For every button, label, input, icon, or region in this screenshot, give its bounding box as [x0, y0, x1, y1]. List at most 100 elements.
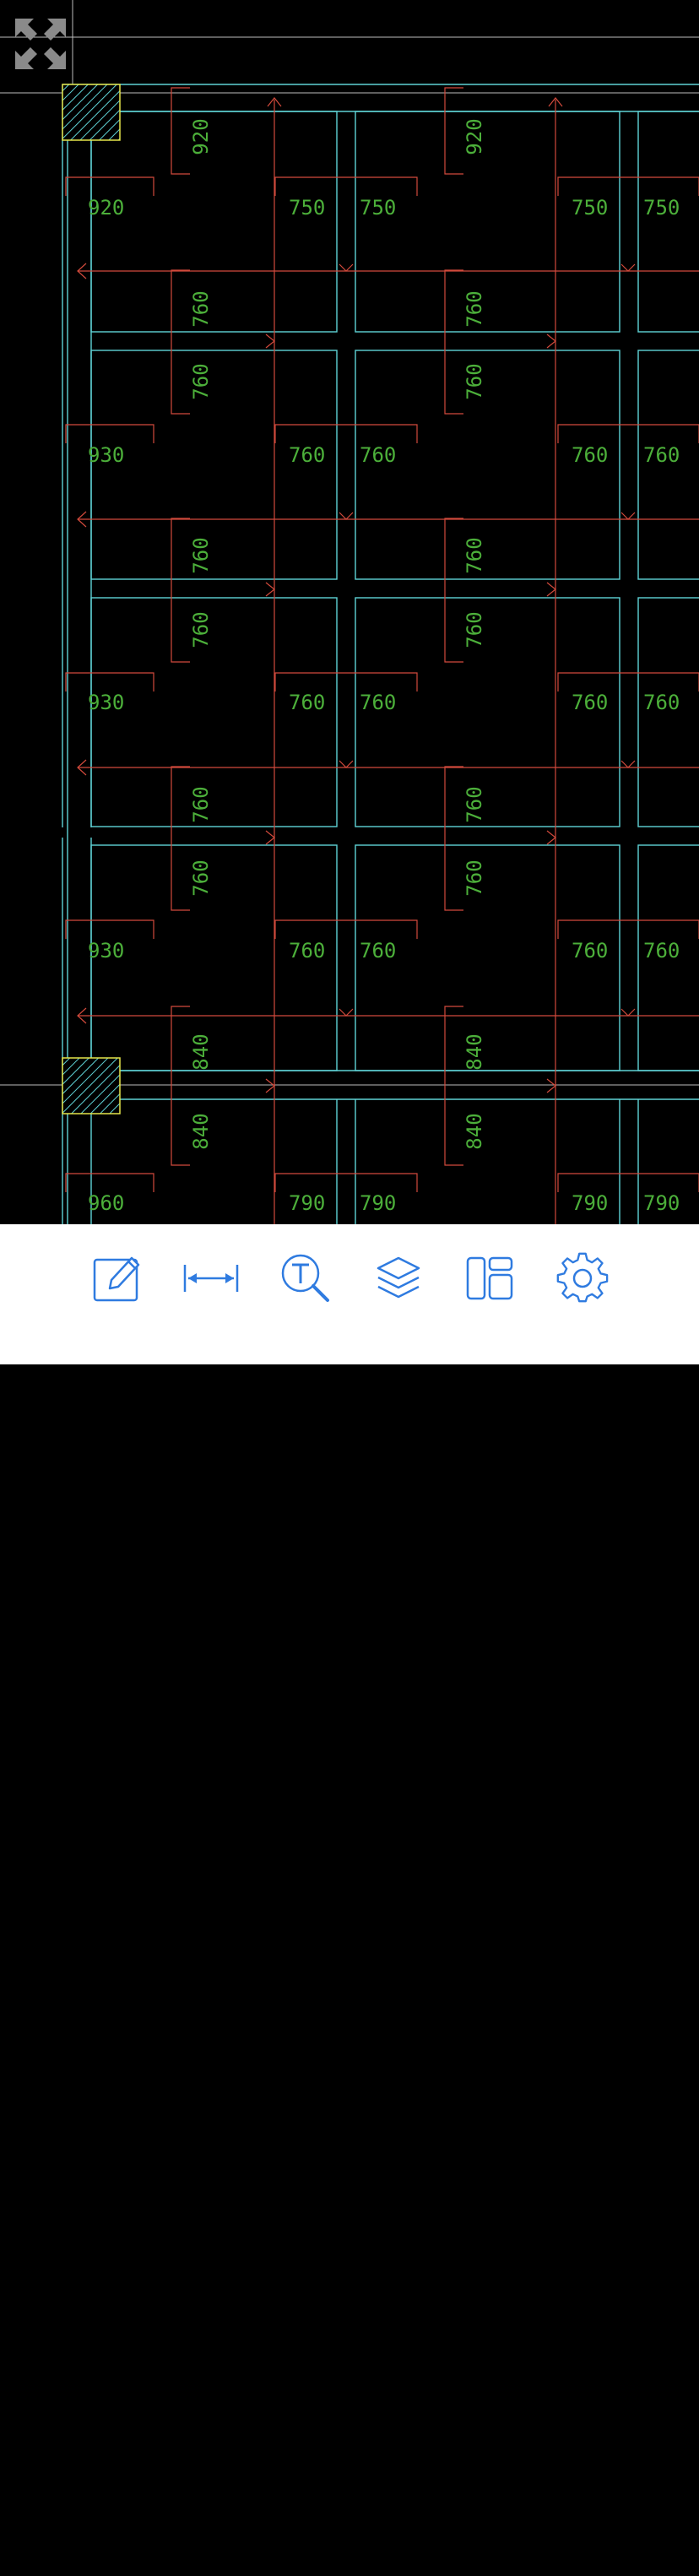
layout-panels-icon: [466, 1256, 513, 1300]
dimension-label: 750: [289, 196, 325, 220]
room-outline: [90, 111, 338, 333]
dimension-label: 750: [572, 196, 608, 220]
dimension-bracket-horizontal: [65, 1173, 154, 1192]
dimension-label-vertical: 760: [463, 860, 486, 896]
settings-button[interactable]: [549, 1245, 616, 1312]
guide-lines: [65, 87, 699, 1224]
guide-arrow: [620, 512, 636, 520]
dimension-label-vertical: 760: [463, 363, 486, 399]
dimension-label: 920: [88, 196, 124, 220]
dimension-bracket-horizontal: [557, 672, 699, 691]
dimension-bracket-vertical: [444, 269, 463, 415]
guide-arrow: [620, 1008, 636, 1017]
dimension-label: 750: [643, 196, 680, 220]
dimension-bracket-vertical: [171, 766, 190, 911]
dimension-label-vertical: 920: [463, 118, 486, 155]
dimension-bracket-horizontal: [557, 424, 699, 443]
dimension-bracket-horizontal: [274, 176, 418, 196]
room-outline: [355, 844, 620, 1071]
dimension-label-vertical: 760: [463, 611, 486, 648]
dimension-bracket-horizontal: [557, 1173, 699, 1192]
dimension-bracket-vertical: [171, 269, 190, 415]
dimension-bracket-horizontal: [274, 672, 418, 691]
dimension-bracket-vertical: [444, 518, 463, 663]
dimension-label: 760: [643, 691, 680, 714]
edit-pencil-icon: [93, 1256, 140, 1302]
dimension-bracket-vertical: [171, 518, 190, 663]
expand-arrows-icon: [15, 19, 66, 69]
home-indicator: [225, 2567, 474, 2576]
guide-arrow: [265, 334, 275, 349]
dimension-label: 790: [289, 1191, 325, 1215]
dimension-label: 760: [289, 691, 325, 714]
dimension-label: 930: [88, 443, 124, 467]
dimension-label-vertical: 760: [189, 611, 213, 648]
dimension-label: 790: [572, 1191, 608, 1215]
room-outline: [637, 350, 699, 580]
guide-arrow: [77, 759, 87, 776]
dimension-bracket-horizontal: [65, 176, 154, 196]
dimension-bracket-horizontal: [65, 672, 154, 691]
dimension-label-vertical: 760: [189, 290, 213, 327]
dimension-label-vertical: 840: [189, 1033, 213, 1070]
room-outline: [355, 111, 620, 333]
bottom-toolbar: [0, 1224, 699, 2576]
text-search-icon: [281, 1254, 329, 1302]
dimension-bracket-vertical: [444, 766, 463, 911]
room-outline: [637, 111, 699, 333]
dimension-bracket-vertical: [444, 87, 463, 175]
guide-arrow: [77, 511, 87, 528]
room-outline: [355, 350, 620, 580]
dimension-label: 760: [643, 443, 680, 467]
dimension-label: 930: [88, 691, 124, 714]
dimension-label: 760: [360, 443, 396, 467]
layers-button[interactable]: [365, 1245, 432, 1312]
room-outline: [90, 350, 338, 580]
room-outline: [90, 597, 338, 827]
room-outline: [355, 597, 620, 827]
dimension-label: 760: [572, 443, 608, 467]
guide-arrow: [339, 263, 354, 272]
dimension-bracket-horizontal: [65, 424, 154, 443]
dimension-label: 760: [572, 939, 608, 963]
dimension-label-vertical: 840: [463, 1113, 486, 1149]
edit-tool-button[interactable]: [83, 1245, 150, 1312]
guide-arrow: [546, 1078, 556, 1093]
dimension-label-vertical: 760: [463, 290, 486, 327]
layout-button[interactable]: [456, 1245, 523, 1312]
guide-arrow: [546, 582, 556, 597]
guide-arrow: [620, 263, 636, 272]
dimension-label: 960: [88, 1191, 124, 1215]
dimension-label: 930: [88, 939, 124, 963]
column-top-left: [62, 84, 121, 141]
dimension-bracket-horizontal: [274, 424, 418, 443]
room-outline: [637, 597, 699, 827]
measure-tool-button[interactable]: [177, 1245, 245, 1312]
guide-arrow: [339, 1008, 354, 1017]
dimension-bracket-horizontal: [65, 919, 154, 939]
dimension-label-vertical: 920: [189, 118, 213, 155]
dimension-label-vertical: 760: [463, 786, 486, 822]
wall-outlines: [62, 84, 699, 1224]
dimension-label-vertical: 760: [189, 786, 213, 822]
room-outline: [637, 844, 699, 1071]
guide-arrow: [546, 830, 556, 845]
dimension-label: 760: [572, 691, 608, 714]
dimension-label: 790: [360, 1191, 396, 1215]
dimension-bracket-horizontal: [557, 919, 699, 939]
guide-arrow: [548, 97, 563, 107]
guide-arrow: [265, 830, 275, 845]
dimension-label-vertical: 760: [463, 537, 486, 573]
dimension-label-vertical: 760: [189, 363, 213, 399]
dimension-bracket-vertical: [171, 87, 190, 175]
dimension-label: 760: [360, 691, 396, 714]
guide-arrow: [265, 582, 275, 597]
guide-arrow: [339, 760, 354, 768]
room-outline: [90, 844, 338, 1071]
expand-view-button[interactable]: [8, 12, 73, 76]
dimension-label: 760: [360, 939, 396, 963]
text-search-button[interactable]: [272, 1245, 339, 1312]
